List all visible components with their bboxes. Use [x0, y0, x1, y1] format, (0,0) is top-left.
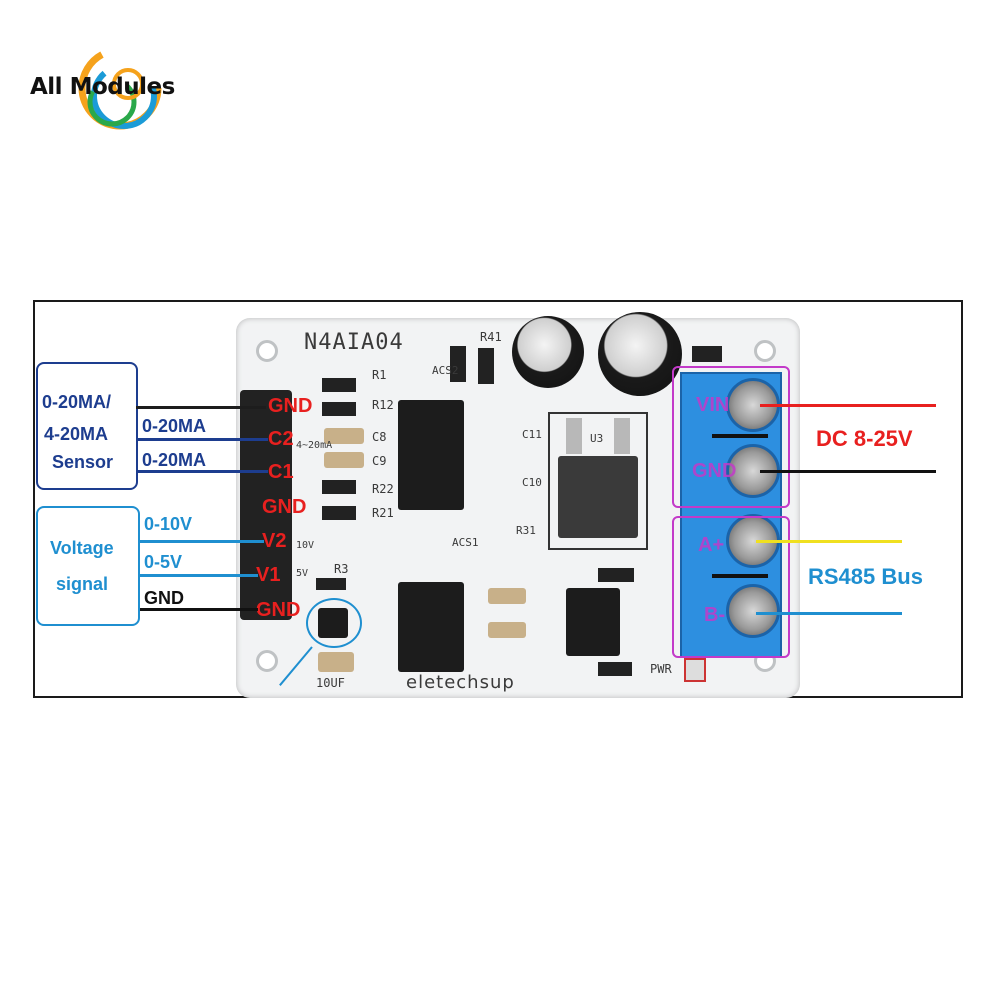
resistor [598, 662, 632, 676]
resistor [322, 506, 356, 520]
terminal-a: A+ [698, 534, 725, 556]
wire-c2-label: 0-20MA [142, 416, 207, 436]
terminal-divider [712, 574, 768, 578]
wire-v1 [140, 574, 258, 577]
wire-c1-label: 0-20MA [142, 450, 207, 470]
pin-c1: C1 [268, 461, 294, 483]
capacitor-smd [488, 622, 526, 638]
screw-b [726, 584, 780, 638]
ic-chip [566, 588, 620, 656]
pin-v1: V1 [256, 564, 281, 586]
label-r3: R3 [334, 562, 349, 576]
label-u3: U3 [590, 432, 604, 445]
brand-logo [28, 38, 203, 148]
pin-gnd-3: GND [256, 599, 301, 621]
ic-chip [398, 400, 464, 510]
label-c11: C11 [522, 428, 542, 441]
power-led [684, 658, 706, 682]
label-pwr: PWR [650, 662, 672, 676]
label-r31: R31 [516, 524, 536, 537]
resistor [316, 578, 346, 590]
label-acs2: ACS2 [432, 364, 459, 377]
label-10uf: 10UF [316, 676, 345, 690]
label-5v: 5V [296, 568, 309, 579]
label-r1: R1 [372, 368, 387, 382]
regulator-leg [566, 418, 582, 454]
label-r12: R12 [372, 398, 394, 412]
sensor-box-line3: Sensor [52, 452, 114, 472]
label-c10: C10 [522, 476, 542, 489]
voltage-box-line1: Voltage [50, 538, 114, 558]
label-10v: 10V [296, 540, 315, 551]
wire-power-gnd [760, 470, 936, 473]
wire-gnd [140, 608, 258, 611]
capacitor [598, 312, 682, 396]
voltage-box-line2: signal [56, 574, 109, 594]
label-acs1: ACS1 [452, 536, 479, 549]
mount-hole [256, 340, 278, 362]
regulator-u3 [558, 456, 638, 538]
capacitor-smd [488, 588, 526, 604]
label-c9: C9 [372, 454, 387, 468]
logo-text: All Modules [30, 74, 175, 100]
logo-swirl-icon [78, 46, 162, 130]
label-c8: C8 [372, 430, 387, 444]
capacitor [512, 316, 584, 388]
wire-gnd-label: GND [144, 588, 184, 608]
wire-c1 [138, 470, 268, 473]
highlight-circle [306, 598, 362, 648]
wire-c2 [138, 438, 268, 441]
wire-v2 [140, 540, 264, 543]
pin-gnd-2: GND [262, 496, 307, 518]
wire-v1-label: 0-5V [144, 552, 183, 572]
resistor [478, 348, 494, 384]
terminal-gnd: GND [692, 460, 737, 482]
wire-sensor-gnd [136, 406, 266, 409]
wire-b [756, 612, 902, 615]
sensor-box-line1: 0-20MA/ [42, 392, 112, 412]
wire-vin [760, 404, 936, 407]
bus-label: RS485 Bus [808, 564, 923, 589]
screw-vin [726, 378, 780, 432]
resistor [450, 346, 466, 382]
wire-a [756, 540, 902, 543]
resistor [598, 568, 634, 582]
board-maker: eletechsup [406, 672, 515, 693]
wire-v2-label: 0-10V [144, 514, 193, 534]
regulator-leg [614, 418, 630, 454]
resistor [322, 402, 356, 416]
power-outline [672, 366, 790, 508]
capacitor-smd [324, 452, 364, 468]
label-r22: R22 [372, 482, 394, 496]
pin-header [240, 390, 292, 620]
label-r41: R41 [480, 330, 502, 344]
mount-hole [754, 340, 776, 362]
capacitor-smd [324, 428, 364, 444]
pin-gnd-1: GND [268, 395, 313, 417]
screw-a [726, 514, 780, 568]
terminal-divider [712, 434, 768, 438]
diode [692, 346, 722, 362]
pin-v2: V2 [262, 530, 287, 552]
power-label: DC 8-25V [816, 426, 913, 451]
capacitor-smd [318, 652, 354, 672]
pin-c2: C2 [268, 428, 294, 450]
sensor-box [36, 362, 138, 490]
rs485-outline [672, 516, 790, 658]
terminal-b: B- [704, 604, 726, 626]
sensor-box-line2: 4-20MA [44, 424, 109, 444]
label-4-20ma: 4~20mA [296, 440, 333, 451]
resistor [322, 378, 356, 392]
regulator-outline [548, 412, 648, 550]
board-model: N4AIA04 [304, 330, 404, 355]
terminal-vin: VIN [696, 394, 730, 416]
resistor [322, 480, 356, 494]
label-r21: R21 [372, 506, 394, 520]
mount-hole [256, 650, 278, 672]
voltage-box [36, 506, 140, 626]
ic-chip [398, 582, 464, 672]
